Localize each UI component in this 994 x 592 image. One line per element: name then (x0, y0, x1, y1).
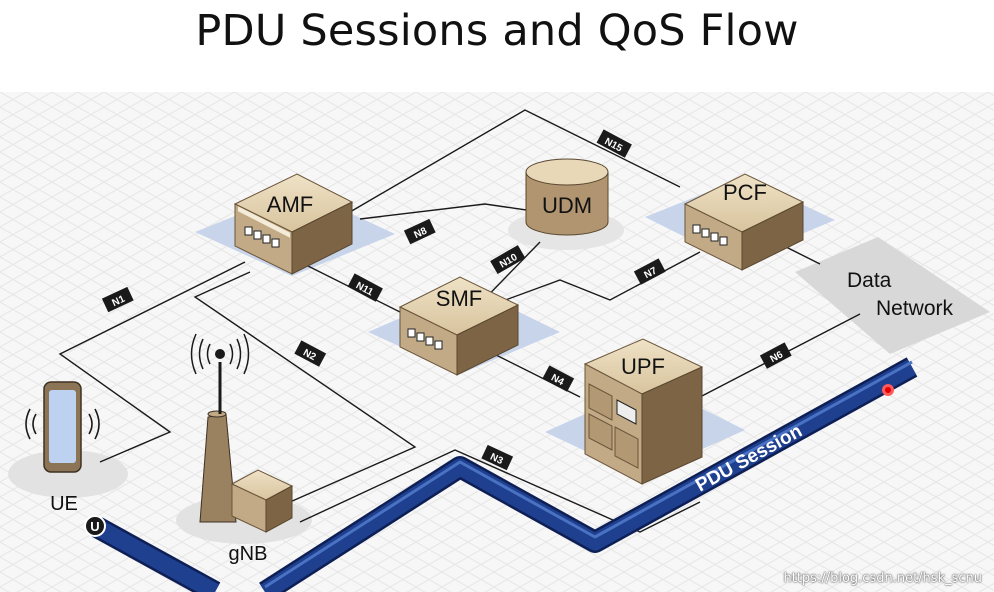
tag-n1: N1 (101, 286, 134, 313)
ue-marker-label: U (90, 519, 99, 534)
gnb-label: gNB (229, 543, 268, 565)
udm-label: UDM (542, 193, 592, 218)
tag-n2: N2 (294, 340, 327, 367)
tag-n8: N8 (403, 218, 436, 245)
ue-floor-shadow (8, 450, 128, 498)
ue-label: UE (50, 493, 78, 515)
tag-n6: N6 (759, 342, 792, 369)
tag-n4-label: N4 (549, 372, 566, 388)
pdu-session-tube (91, 357, 918, 592)
data-network-label-line2: Network (876, 297, 954, 320)
amf-label: AMF (267, 192, 313, 217)
tag-n3: N3 (481, 444, 514, 471)
smf-label: SMF (436, 286, 482, 311)
tag-n8-label: N8 (413, 225, 430, 241)
watermark: https://blog.csdn.net/hsk_scnu (783, 571, 983, 586)
gnb-signal-icon (190, 333, 250, 375)
tag-n7: N7 (633, 258, 666, 285)
tag-n7-label: N7 (642, 265, 659, 281)
gnb-station[interactable]: gNB (190, 333, 294, 565)
ue-device[interactable]: UE (25, 381, 100, 515)
pcf-box[interactable]: PCF (683, 173, 805, 271)
udm-database[interactable]: UDM (525, 158, 609, 236)
network-diagram: PDU Session U AMF UDM PCF (0, 92, 994, 592)
data-network-cloud (795, 237, 990, 354)
pcf-label: PCF (723, 180, 767, 205)
amf-box[interactable]: AMF (233, 173, 354, 275)
tag-n2-label: N2 (301, 347, 318, 363)
tag-n4: N4 (542, 365, 575, 392)
tag-n6-label: N6 (768, 349, 785, 365)
tag-n3-label: N3 (488, 452, 505, 468)
slide-title: PDU Sessions and QoS Flow (195, 6, 799, 56)
smf-box[interactable]: SMF (398, 276, 520, 376)
upf-label: UPF (621, 354, 665, 379)
tag-n1-label: N1 (111, 293, 128, 309)
upf-box[interactable]: UPF (583, 338, 704, 485)
ue-session-marker: U (84, 515, 106, 537)
ue-signal-icon (25, 408, 100, 440)
data-network-label-line1: Data (847, 269, 892, 292)
